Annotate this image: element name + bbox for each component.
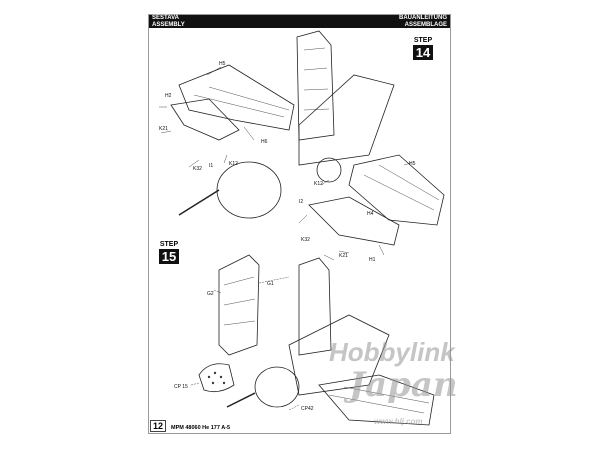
header-bar: SESTAVA ASSEMBLY BAUANLEITUNG ASSEMBLAGE [149, 15, 450, 28]
stabilizer-step15 [318, 374, 435, 426]
fuselage-step14 [298, 74, 395, 166]
label-i2: I2 [299, 199, 303, 205]
label-h4: H4 [367, 211, 374, 217]
header-right-line2: ASSEMBLAGE [404, 21, 447, 28]
step-14-number: 14 [413, 45, 433, 60]
label-h1: H1 [369, 257, 376, 263]
header-left-line1: SESTAVA [152, 15, 180, 21]
tail-wheel [316, 157, 342, 183]
label-k32-b: K32 [301, 237, 310, 243]
kit-reference: MPM 48060 He 177 A-5 [171, 425, 231, 431]
assembly-drawing: H5 H2 K21 H6 K12 I1 K32 H5 K12 I2 H4 K32… [159, 30, 445, 426]
label-cp15: CP 15 [174, 384, 188, 390]
step-14-word: STEP [413, 37, 433, 44]
left-stabilizer [178, 64, 295, 131]
step-15-number: 15 [159, 249, 179, 264]
rudder-g2 [218, 254, 260, 356]
label-i1: I1 [209, 163, 213, 169]
header-right-line1: BAUANLEITUNG [399, 15, 447, 21]
label-k21-a: K21 [159, 126, 168, 132]
label-k12-a: K12 [229, 161, 238, 167]
label-k21-b: K21 [339, 253, 348, 259]
tail-fin-step14 [296, 30, 335, 141]
step-15-word: STEP [159, 241, 179, 248]
header-left-line2: ASSEMBLY [152, 21, 185, 28]
tail-fin-step15 [298, 257, 332, 356]
label-h5-b: H5 [409, 161, 416, 167]
label-k32-a: K32 [193, 166, 202, 172]
step-14-marker: STEP 14 [413, 37, 433, 60]
label-h2: H2 [165, 93, 172, 99]
label-cp42: CP42 [301, 406, 314, 412]
step-15-marker: STEP 15 [159, 241, 179, 264]
watermark-sub: Japan [349, 365, 458, 405]
right-stabilizer [348, 154, 445, 226]
header-right: BAUANLEITUNG ASSEMBLAGE [399, 15, 447, 28]
label-k12-b: K12 [314, 181, 323, 187]
right-elevator [308, 196, 400, 246]
instruction-sheet: SESTAVA ASSEMBLY BAUANLEITUNG ASSEMBLAGE [148, 14, 458, 434]
page-number: 12 [150, 420, 167, 432]
label-h6: H6 [261, 139, 268, 145]
clear-part-cp15 [198, 363, 235, 393]
label-g1: G1 [267, 281, 274, 287]
watermark-url: www.hlj.com [374, 417, 423, 426]
left-elevator [170, 98, 240, 141]
tail-cone-step15 [254, 366, 300, 408]
label-g2: G2 [207, 291, 214, 297]
watermark-brand: Hobbylink [329, 337, 455, 367]
fuselage-step15 [288, 314, 390, 396]
label-h5-a: H5 [219, 61, 226, 67]
header-left: SESTAVA ASSEMBLY [152, 15, 185, 28]
tail-gun-cone [216, 161, 282, 219]
